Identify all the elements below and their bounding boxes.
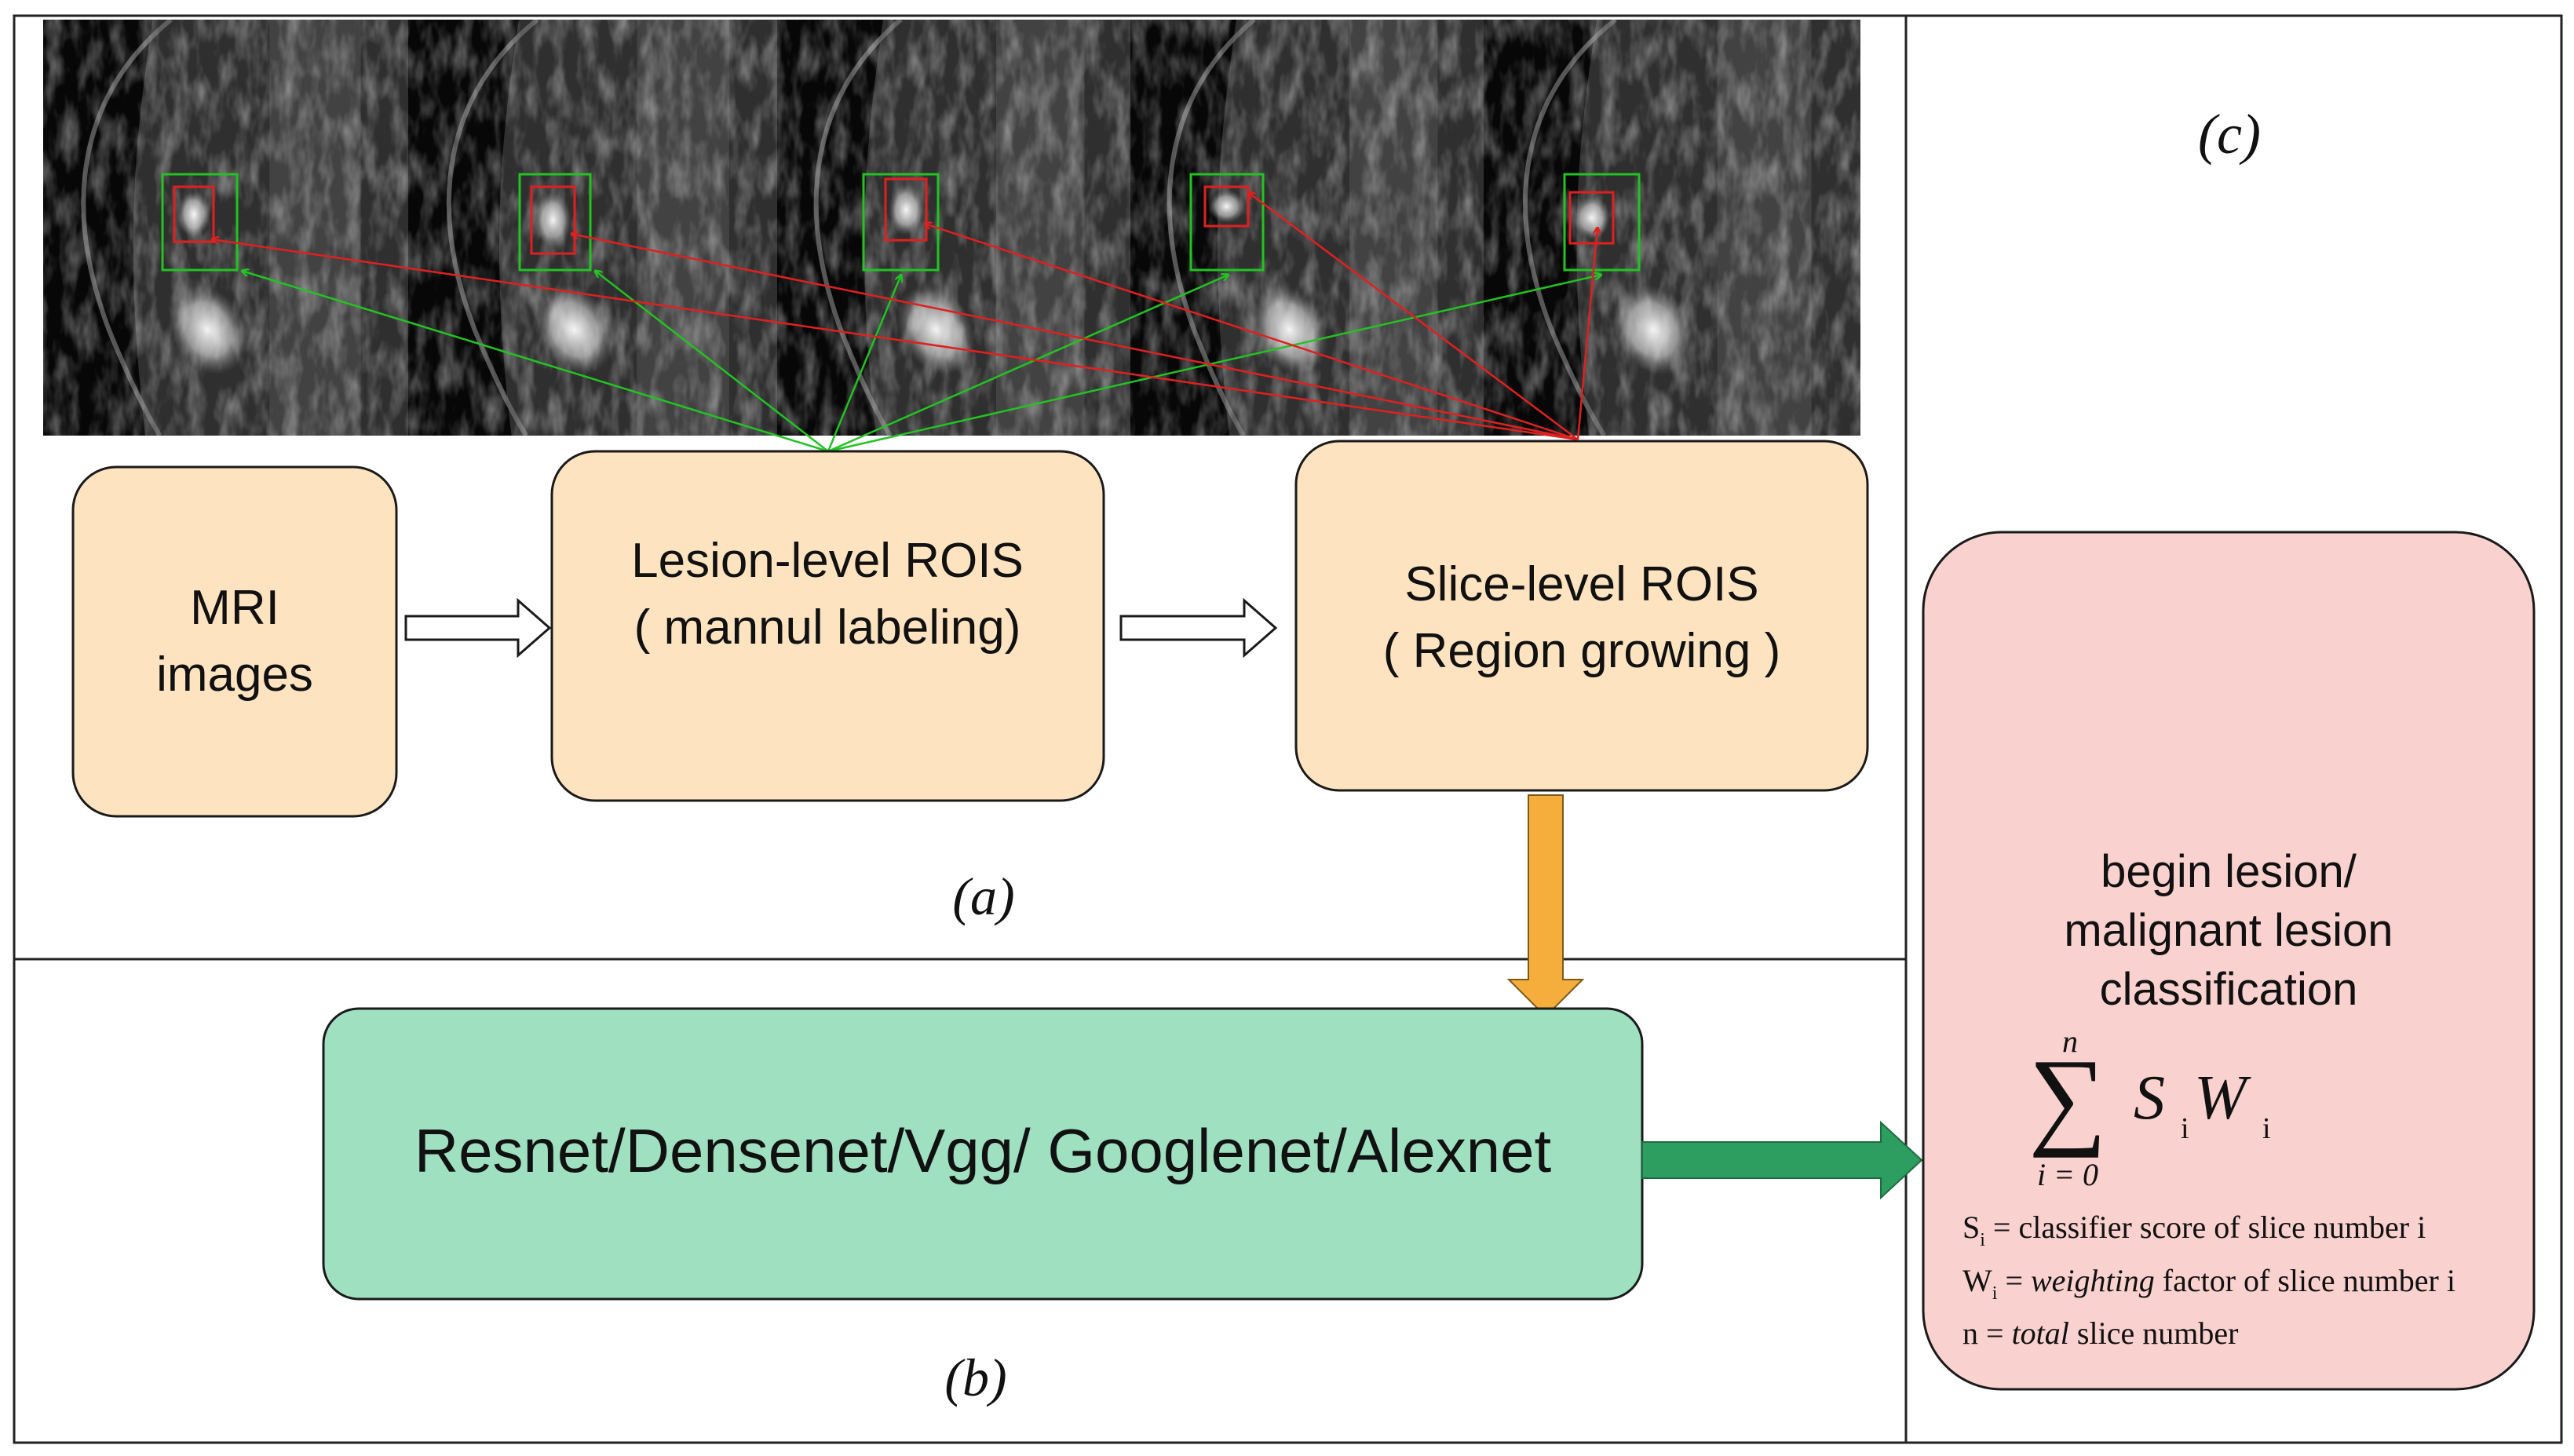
term-w: W	[2194, 1064, 2251, 1133]
def-s-rest: classifier score of slice number i	[2018, 1210, 2426, 1245]
red-arrow	[212, 239, 1579, 441]
roi-box-lesion-level	[862, 173, 940, 272]
roi-box-lesion-level	[161, 173, 239, 272]
orange-down-arrow	[1506, 794, 1585, 1018]
def-w-italic: weighting	[2031, 1263, 2155, 1298]
definition-s: Si = classifier score of slice number i	[1962, 1210, 2426, 1250]
panel-label-c: (c)	[2198, 103, 2261, 166]
red-arrow	[1576, 228, 1597, 440]
term-s-sub: i	[2181, 1112, 2189, 1145]
green-arrow	[827, 275, 1229, 453]
roi-box-slice-level	[1568, 191, 1615, 245]
definition-w: Wi = weighting factor of slice number i	[1962, 1263, 2455, 1304]
def-n-var: n	[1962, 1316, 1978, 1351]
panel-label-a: (a)	[952, 867, 1014, 926]
mri-texture	[43, 20, 1860, 436]
roi-box-lesion-level	[518, 173, 592, 272]
box-networks-text: Resnet/Densenet/Vgg/ Googlenet/Alexnet	[414, 1116, 1552, 1185]
box-cnn-networks: Resnet/Densenet/Vgg/ Googlenet/Alexnet	[322, 1007, 1644, 1301]
sum-symbol: ∑	[2028, 1037, 2107, 1159]
roi-box-slice-level	[530, 185, 576, 255]
panel-frames	[13, 14, 2563, 1444]
roi-box-slice-level	[884, 177, 928, 242]
def-s-var: S	[1962, 1210, 1980, 1245]
def-n-rest: slice number	[2069, 1316, 2239, 1351]
def-w-var: W	[1962, 1263, 1992, 1298]
def-w-sub: i	[1992, 1283, 1998, 1304]
roi-box-lesion-level	[1189, 173, 1265, 272]
panel-label-b: (b)	[944, 1348, 1006, 1407]
sum-lower-limit: i = 0	[2037, 1157, 2098, 1192]
red-arrow	[571, 234, 1579, 441]
lesion-blob	[535, 192, 571, 249]
summation-formula: n ∑ i = 0 S i W i	[2028, 1024, 2270, 1192]
def-n-italic: total	[2012, 1316, 2069, 1351]
def-n-eq: =	[1978, 1316, 2012, 1351]
lesion-blob	[177, 191, 210, 238]
def-w-eq: =	[1997, 1263, 2031, 1298]
classification-line3: classification	[2100, 964, 2358, 1015]
box-mri-images: MRI images	[71, 465, 398, 818]
sum-upper-limit: n	[2062, 1024, 2078, 1059]
def-s-sub: i	[1980, 1230, 1985, 1250]
green-arrow	[827, 275, 1601, 453]
box-slice-line2: ( Region growing )	[1383, 624, 1781, 678]
red-arrow	[1248, 192, 1579, 440]
formula-definitions: Si = classifier score of slice number i …	[1962, 1210, 2455, 1351]
def-s-eq: =	[1985, 1210, 2019, 1245]
box-classification: begin lesion/ malignant lesion classific…	[1922, 531, 2536, 1391]
box-lesion-line1: Lesion-level ROIS	[631, 534, 1024, 588]
definition-n: n = total slice number	[1962, 1316, 2238, 1351]
classification-line2: malignant lesion	[2064, 905, 2393, 956]
def-w-rest: factor of slice number i	[2155, 1263, 2455, 1298]
box-lesion-line2: ( mannul labeling)	[634, 600, 1021, 655]
box-slice-level-rois: Slice-level ROIS ( Region growing )	[1294, 440, 1869, 792]
green-arrow	[827, 275, 901, 452]
red-arrow	[925, 224, 1579, 441]
classification-line1: begin lesion/	[2101, 846, 2357, 897]
hollow-arrow-2	[1119, 597, 1278, 659]
lesion-blob	[1208, 190, 1245, 223]
lesion-blob	[1573, 196, 1610, 239]
outer-frame	[13, 14, 2563, 1444]
box-mri-line2: images	[156, 648, 313, 702]
roi-box-slice-level	[1203, 185, 1250, 228]
hollow-arrow-1	[404, 597, 552, 659]
box-slice-line1: Slice-level ROIS	[1404, 557, 1758, 611]
lesion-blob	[889, 184, 923, 235]
box-mri-line1: MRI	[190, 581, 279, 635]
term-s: S	[2134, 1064, 2165, 1133]
term-w-sub: i	[2262, 1112, 2271, 1145]
roi-box-lesion-level	[1563, 173, 1641, 272]
green-right-arrow	[1641, 1120, 1923, 1200]
green-arrow	[242, 271, 829, 453]
box-lesion-level-rois: Lesion-level ROIS ( mannul labeling)	[550, 450, 1105, 802]
roi-arrows	[212, 192, 1601, 453]
mri-image-strip	[43, 20, 1860, 436]
roi-box-slice-level	[173, 185, 215, 243]
